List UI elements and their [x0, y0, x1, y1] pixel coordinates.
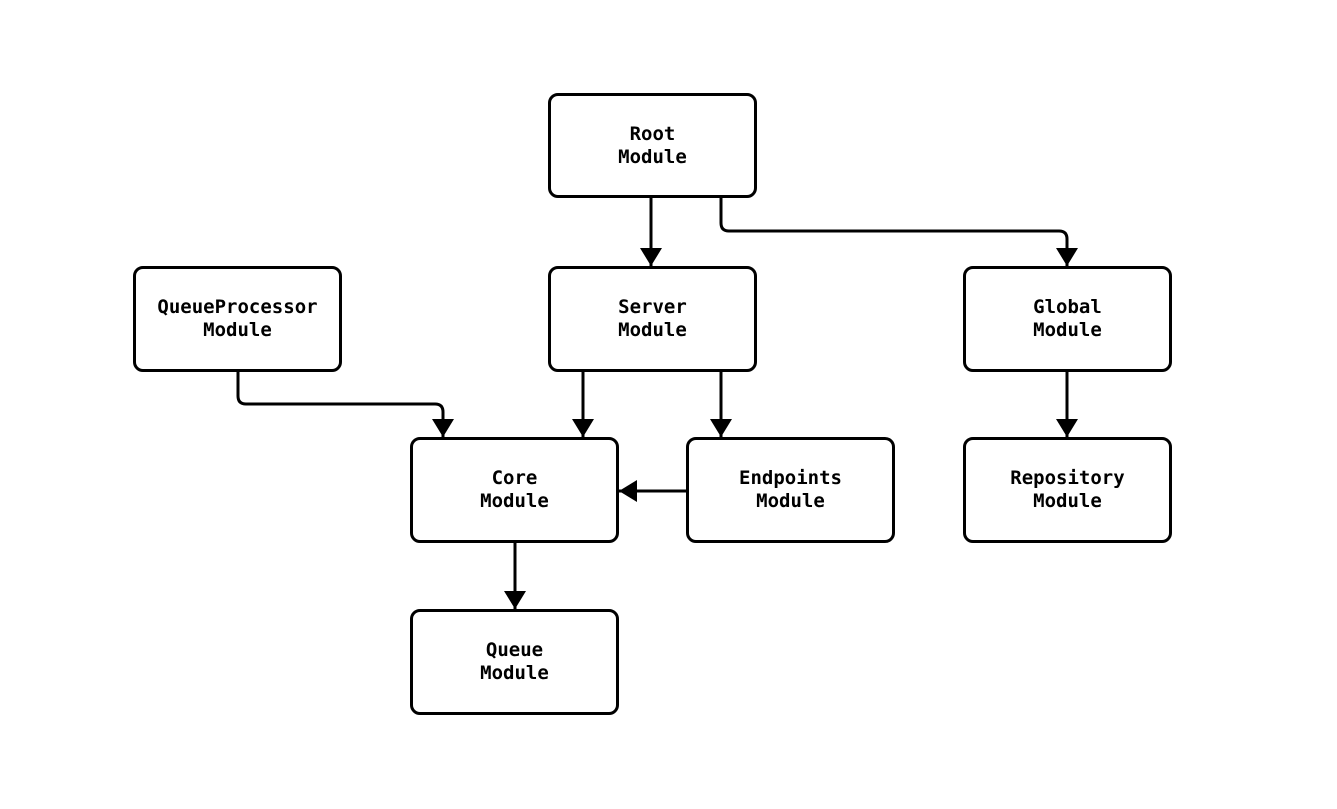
node-core: Core Module — [410, 437, 619, 543]
node-label-queueprocessor: QueueProcessor Module — [157, 296, 318, 341]
node-root: Root Module — [548, 93, 757, 198]
node-label-root: Root Module — [618, 122, 687, 168]
node-queueprocessor: QueueProcessor Module — [133, 266, 342, 372]
node-label-endpoints: Endpoints Module — [739, 467, 842, 512]
node-server: Server Module — [548, 266, 757, 372]
node-queue: Queue Module — [410, 609, 619, 715]
edge-queueprocessor-core — [236, 372, 454, 437]
node-label-repository: Repository Module — [1010, 467, 1125, 512]
node-global: Global Module — [963, 266, 1172, 372]
node-label-server: Server Module — [618, 296, 687, 341]
node-endpoints: Endpoints Module — [686, 437, 895, 543]
node-repository: Repository Module — [963, 437, 1172, 543]
edge-root-global — [719, 198, 1078, 266]
node-label-global: Global Module — [1033, 296, 1102, 341]
node-label-queue: Queue Module — [480, 639, 549, 684]
node-label-core: Core Module — [480, 467, 549, 512]
